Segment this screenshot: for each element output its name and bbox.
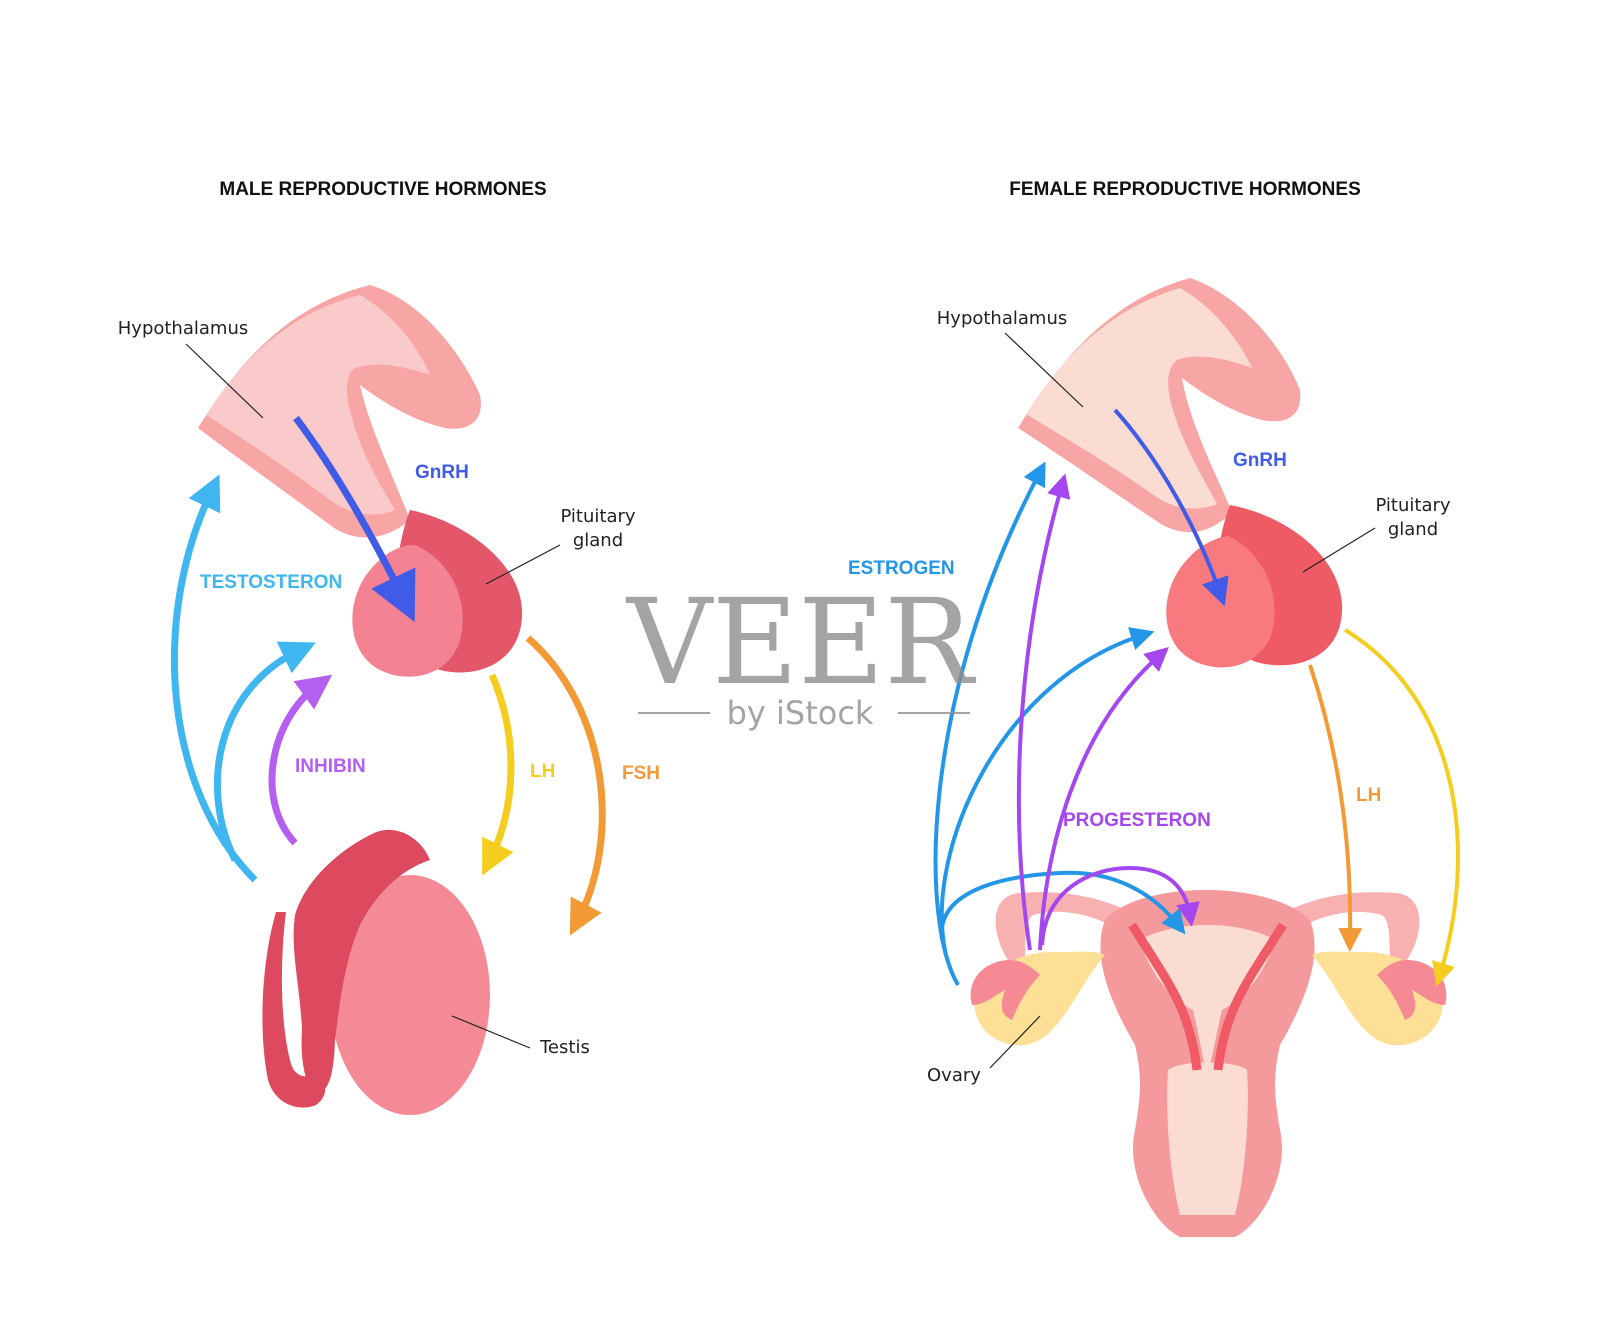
male-hypothalamus-shape (198, 285, 481, 538)
female-pituitary-label-line1: Pituitary (1375, 495, 1450, 516)
male-testis-shape (262, 829, 490, 1115)
male-testosteron-outer-arrow (170, 474, 258, 883)
male-testis-leader (451, 1015, 531, 1049)
female-ovary-label: Ovary (927, 1065, 981, 1086)
female-hypothalamus-label: Hypothalamus (937, 308, 1067, 329)
female-yellow-arrow (1343, 628, 1460, 987)
male-fsh-arrow (525, 635, 606, 936)
male-pituitary-label-line1: Pituitary (560, 506, 635, 527)
male-inhibin-label: INHIBIN (295, 756, 366, 777)
male-fsh-label: FSH (622, 763, 660, 784)
male-testosteron-inner-arrow (214, 641, 316, 862)
female-gnrh-label: GnRH (1233, 450, 1287, 471)
watermark-sub: by iStock (727, 694, 874, 732)
female-progesteron-label: PROGESTERON (1063, 810, 1211, 831)
female-gnrh-arrow (1113, 408, 1229, 607)
watermark-brand: VEER (625, 573, 976, 711)
female-panel: FEMALE REPRODUCTIVE HORMONES (848, 179, 1460, 1237)
female-estrogen-mid-arrow (939, 627, 1155, 951)
male-pituitary-leader (485, 544, 561, 585)
female-uterus-shape (995, 890, 1420, 1237)
female-lh-arrow (1308, 664, 1363, 952)
female-hypothalamus-shape (1018, 278, 1301, 533)
female-ovaries-shape (970, 951, 1447, 1046)
male-pituitary-label-line2: gland (573, 530, 623, 551)
female-lh-label: LH (1356, 785, 1381, 806)
male-testis-label: Testis (539, 1037, 590, 1058)
watermark: VEER by iStock (625, 573, 976, 732)
male-lh-label: LH (530, 761, 555, 782)
male-hypothalamus-label: Hypothalamus (118, 318, 248, 339)
male-gnrh-label: GnRH (415, 462, 469, 483)
male-title: MALE REPRODUCTIVE HORMONES (219, 179, 546, 200)
male-panel: MALE REPRODUCTIVE HORMONES Hypothalamus … (118, 179, 660, 1115)
male-testosteron-label: TESTOSTERON (200, 572, 342, 593)
female-progesteron-outer-arrow (1016, 473, 1071, 951)
female-title: FEMALE REPRODUCTIVE HORMONES (1009, 179, 1361, 200)
female-progesteron-mid-arrow (1038, 647, 1169, 951)
male-lh-arrow (482, 673, 515, 876)
female-pituitary-label-line2: gland (1388, 519, 1438, 540)
male-hypothalamus-leader (185, 343, 264, 419)
male-inhibin-arrow (268, 674, 333, 846)
female-progesteron-uterus-arrow (1040, 865, 1200, 946)
female-estrogen-uterus-arrow (939, 870, 1186, 941)
female-pituitary-leader (1302, 527, 1376, 573)
male-gnrh-arrow (293, 415, 416, 623)
female-ovary-leader (989, 1015, 1041, 1069)
female-hypothalamus-leader (1004, 332, 1084, 408)
female-estrogen-label: ESTROGEN (848, 558, 955, 579)
